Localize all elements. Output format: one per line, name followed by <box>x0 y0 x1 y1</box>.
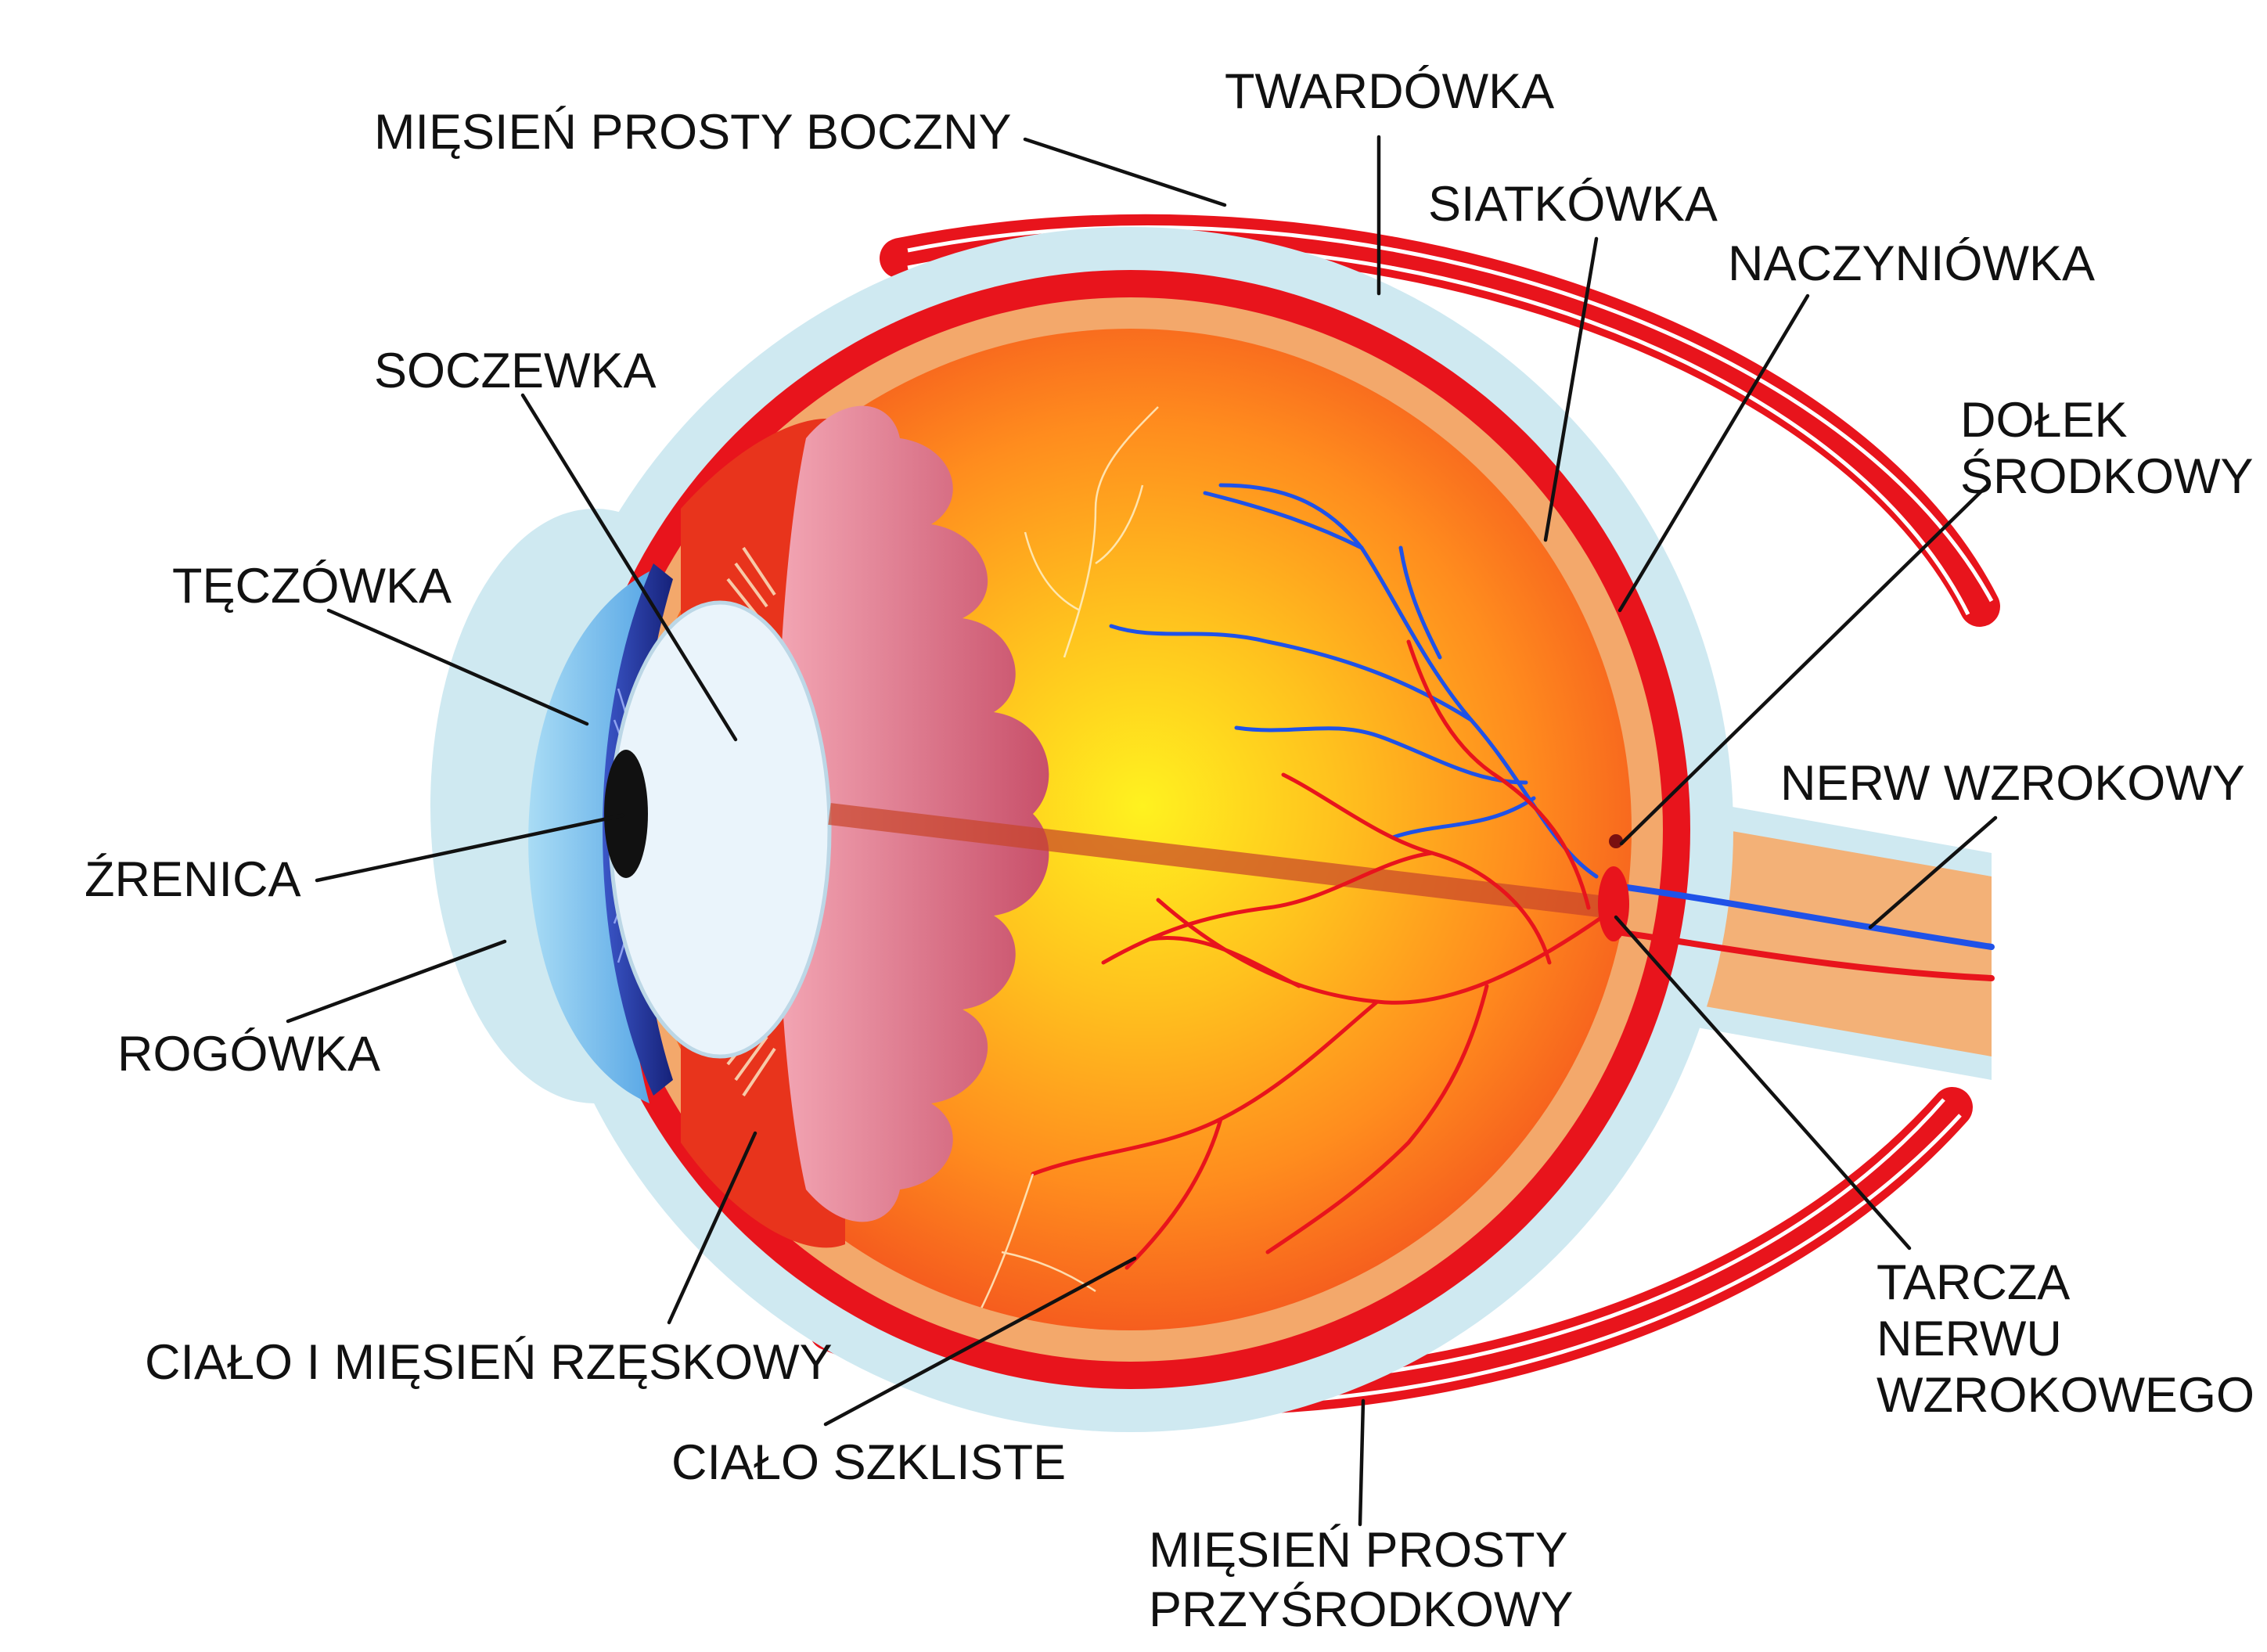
label-choroid: NACZYNIÓWKA <box>1728 236 2095 291</box>
optic-nerve-vessels <box>1601 881 1995 981</box>
label-medial-rectus-line2: PRZYŚRODKOWY <box>1149 1582 1574 1637</box>
label-ciliary-body: CIAŁO I MIĘSIEŃ RZĘSKOWY <box>145 1335 833 1390</box>
label-fovea-line1: DOŁEK <box>1960 393 2128 448</box>
peripheral-capillaries <box>977 406 1159 1315</box>
labels: MIĘSIEŃ PROSTY BOCZNY TWARDÓWKA SIATKÓWK… <box>85 64 2254 1637</box>
leader-lines <box>286 135 1998 1527</box>
retinal-arteries <box>1031 639 1607 1270</box>
fovea <box>1609 834 1623 848</box>
label-optic-disc-line1: TARCZA <box>1877 1255 2070 1310</box>
label-fovea-line2: ŚRODKOWY <box>1960 448 2254 504</box>
label-lens: SOCZEWKA <box>374 344 657 398</box>
label-medial-rectus-line1: MIĘSIEŃ PROSTY <box>1149 1523 1568 1578</box>
label-vitreous-body: CIAŁO SZKLISTE <box>671 1435 1066 1490</box>
label-lateral-rectus: MIĘSIEŃ PROSTY BOCZNY <box>374 105 1011 160</box>
label-optic-nerve: NERW WZROKOWY <box>1780 756 2245 811</box>
label-iris: TĘCZÓWKA <box>172 559 452 614</box>
optic-disc <box>1598 866 1629 941</box>
label-optic-disc-line3: WZROKOWEGO <box>1877 1368 2254 1423</box>
label-optic-disc-line2: NERWU <box>1877 1312 2062 1366</box>
label-cornea: ROGÓWKA <box>117 1027 380 1082</box>
pupil <box>604 750 648 878</box>
label-sclera: TWARDÓWKA <box>1225 64 1554 119</box>
visual-axis <box>828 803 1614 919</box>
label-retina: SIATKÓWKA <box>1428 177 1718 232</box>
label-pupil: ŹRENICA <box>85 852 301 907</box>
